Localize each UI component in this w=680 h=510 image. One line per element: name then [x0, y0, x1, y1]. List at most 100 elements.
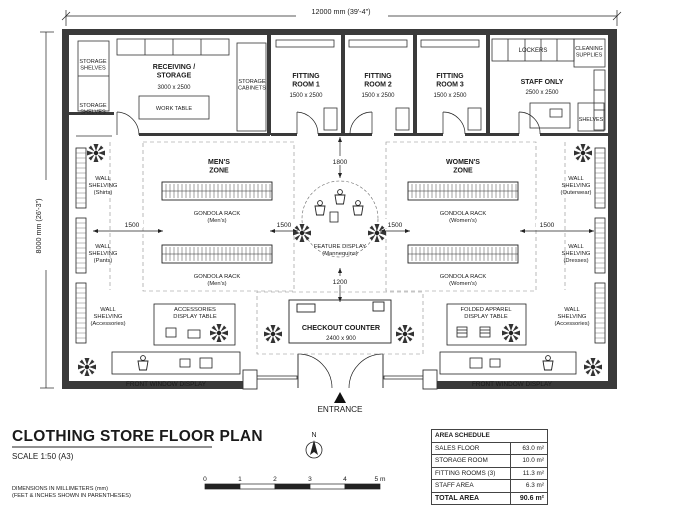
shelves-label: SHELVES: [579, 117, 604, 123]
scale-bar-tick-label: 0: [203, 476, 207, 483]
area-name: FITTING ROOMS (3): [430, 466, 512, 480]
aisle-left-dimension: 1500: [125, 222, 140, 229]
wall-shelving-unit: [594, 147, 606, 209]
lockers-label: LOCKERS: [519, 48, 548, 54]
fitting-rooms: [275, 39, 482, 131]
wall-shelving-unit: [594, 282, 606, 344]
scale-bar-tick-label: 5 m: [375, 476, 386, 483]
scale-bar-tick-label: 1: [238, 476, 242, 483]
plant-top-right-icon: [574, 144, 592, 162]
height-dimension-label: 8000 mm (26'-3"): [34, 198, 43, 253]
door-swings: [116, 111, 541, 136]
wall-shelving-units: [75, 147, 606, 344]
height-dimension: [38, 31, 54, 389]
accessories-display-table: [153, 303, 236, 346]
floor-plan: 12000 mm (39'-4") 8000 mm (26'-3") ENTRA…: [34, 7, 622, 414]
receiving-room: [116, 38, 267, 132]
area-name: STORAGE ROOM: [430, 454, 512, 468]
plan-title: CLOTHING STORE FLOOR PLAN: [12, 428, 263, 445]
staff-room: [491, 38, 606, 132]
receiving-room-size: 3000 x 2500: [157, 85, 191, 91]
plant-top-left-icon: [87, 144, 105, 162]
gondola-rack: [407, 244, 519, 264]
area-value: 63.0 m²: [510, 441, 548, 455]
area-name: SALES FLOOR: [430, 441, 512, 455]
total-area-value: 90.6 m²: [510, 491, 548, 505]
aisle-right-dimension: 1500: [540, 222, 555, 229]
fitting-room-1-size: 1500 x 2500: [289, 93, 323, 99]
area-schedule-title: AREA SCHEDULE: [431, 429, 548, 443]
area-name: STAFF AREA: [430, 479, 512, 493]
front-window-displays: [111, 351, 577, 375]
wall-shelving-unit: [594, 217, 606, 274]
plan-scale: SCALE 1:50 (A3): [12, 452, 74, 461]
title-underline: [12, 446, 212, 448]
plant-bottom-right-icon: [584, 358, 602, 376]
aisle-bottom-dimension: 1200: [333, 279, 348, 286]
wall-shelving-unit: [75, 282, 87, 344]
staff-room-size: 2500 x 2500: [525, 90, 559, 96]
aisle-mid-right-dimension: 1500: [388, 222, 403, 229]
scale-bar-tick-label: 2: [273, 476, 277, 483]
fitting-room-3-size: 1500 x 2500: [433, 93, 467, 99]
dimensions-note: DIMENSIONS IN MILLIMETERS (mm) (FEET & I…: [12, 486, 131, 500]
gondola-womens-1-label: GONDOLA RACK(Women's): [440, 211, 487, 224]
scale-bar-segment: [274, 483, 311, 490]
feature-display: [301, 180, 379, 258]
storage-shelves-unit: [76, 40, 112, 137]
total-area-name: TOTAL AREA: [430, 491, 512, 505]
checkout-counter-size: 2400 x 900: [326, 336, 356, 342]
scale-bar-segment: [309, 483, 346, 490]
area-value: 6.3 m²: [510, 479, 548, 493]
gondola-womens-2-label: GONDOLA RACK(Women's): [440, 274, 487, 287]
gondola-rack: [407, 181, 519, 201]
width-dimension-label: 12000 mm (39'-4"): [311, 7, 370, 16]
dimension-label-backgrounds: [121, 156, 558, 285]
window-mannequin-left-icon: [137, 355, 149, 371]
area-value: 11.3 m²: [510, 466, 548, 480]
aisle-top-dimension: 1800: [333, 159, 348, 166]
gondola-mens-1-label: GONDOLA RACK(Men's): [194, 211, 241, 224]
accessories-table-plant-icon: [210, 324, 228, 342]
dimensions-note-line-2: (FEET & INCHES SHOWN IN PARENTHESES): [12, 493, 131, 499]
wall-shelving-unit: [75, 147, 87, 209]
entrance-label: ENTRANCE: [317, 405, 363, 414]
width-dimension: [61, 7, 622, 26]
scale-bar-segment: [239, 483, 276, 490]
gondola-racks: [161, 181, 519, 264]
area-value: 10.0 m²: [510, 454, 548, 468]
fitting-room-2-size: 1500 x 2500: [361, 93, 395, 99]
dimensions-note-line-1: DIMENSIONS IN MILLIMETERS (mm): [12, 486, 109, 492]
wall-shelving-unit: [75, 217, 87, 274]
gondola-rack: [161, 181, 273, 201]
interior-walls: [69, 35, 608, 136]
scale-bar-segment: [204, 483, 241, 490]
aisle-mid-left-dimension: 1500: [277, 222, 292, 229]
north-arrow-icon: N: [305, 432, 323, 459]
checkout-plant-left-icon: [264, 325, 282, 343]
window-mannequin-right-icon: [542, 355, 554, 371]
gondola-mens-2-label: GONDOLA RACK(Men's): [194, 274, 241, 287]
checkout-plant-right-icon: [396, 325, 414, 343]
front-window-display-left-label: FRONT WINDOW DISPLAY: [126, 381, 207, 388]
